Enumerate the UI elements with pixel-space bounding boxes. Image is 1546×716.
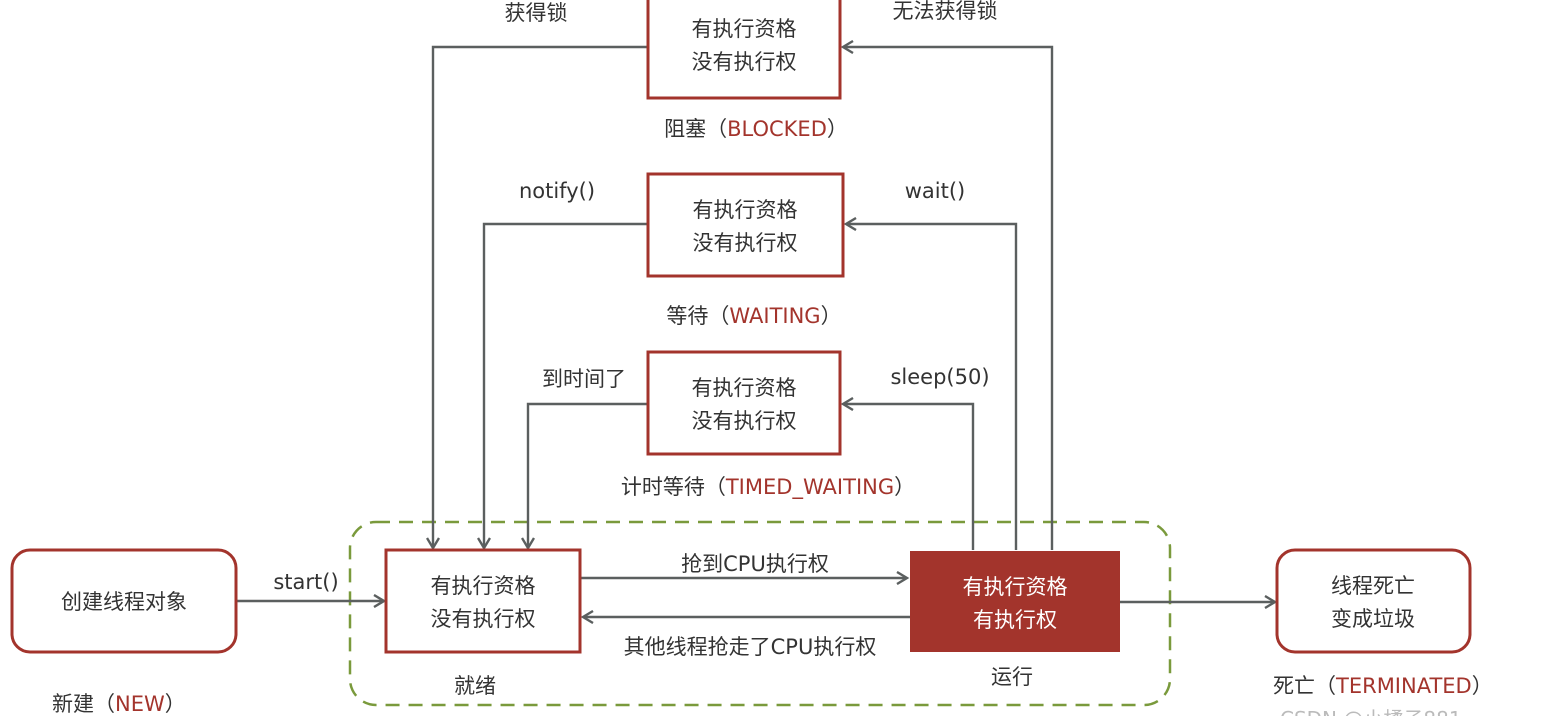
state-running-label: 运行 <box>991 665 1033 689</box>
label-time-up: 到时间了 <box>542 367 626 391</box>
label-cannot-get-lock: 无法获得锁 <box>893 0 998 23</box>
state-waiting-box: 有执行资格 没有执行权 <box>646 172 845 278</box>
state-blocked-box: 有执行资格 没有执行权 <box>646 0 842 100</box>
label-grab-cpu: 抢到CPU执行权 <box>681 552 829 576</box>
watermark: CSDN @小橘子881 <box>1280 707 1462 716</box>
ready-line2: 没有执行权 <box>431 607 536 631</box>
runnable-group-border <box>348 520 1172 707</box>
running-line1: 有执行资格 <box>963 575 1068 599</box>
arrow-time-up <box>528 402 648 548</box>
arrow-get-lock <box>433 45 648 548</box>
label-notify: notify() <box>519 179 595 203</box>
state-timed-waiting-label: 计时等待（TIMED_WAITING） <box>621 475 915 500</box>
timed-waiting-line2: 没有执行权 <box>692 409 797 433</box>
terminated-line1: 线程死亡 <box>1331 574 1415 598</box>
terminated-line2: 变成垃圾 <box>1331 607 1415 631</box>
timed-waiting-line1: 有执行资格 <box>692 376 797 400</box>
arrow-notify <box>484 222 648 548</box>
label-sleep: sleep(50) <box>890 365 989 389</box>
blocked-line1: 有执行资格 <box>692 17 797 41</box>
state-new-label: 新建（NEW） <box>52 692 186 716</box>
state-running-box: 有执行资格 有执行权 <box>910 551 1120 652</box>
label-get-lock: 获得锁 <box>505 1 568 25</box>
state-ready-label: 就绪 <box>454 674 496 698</box>
state-blocked-label: 阻塞（BLOCKED） <box>664 117 848 141</box>
label-wait: wait() <box>905 179 966 203</box>
arrow-wait <box>846 224 1018 550</box>
new-line1: 创建线程对象 <box>61 590 187 614</box>
blocked-line2: 没有执行权 <box>692 50 797 74</box>
state-timed-waiting-box: 有执行资格 没有执行权 <box>646 350 842 456</box>
waiting-line1: 有执行资格 <box>693 198 798 222</box>
state-new-box: 创建线程对象 <box>10 548 238 654</box>
running-line2: 有执行权 <box>973 608 1057 632</box>
state-terminated-box: 线程死亡 变成垃圾 <box>1275 548 1472 654</box>
arrow-cannot-get-lock <box>843 47 1054 550</box>
label-start: start() <box>273 570 338 594</box>
state-terminated-label: 死亡（TERMINATED） <box>1273 674 1493 698</box>
ready-line1: 有执行资格 <box>431 574 536 598</box>
arrow-sleep <box>843 404 975 550</box>
label-cpu-taken: 其他线程抢走了CPU执行权 <box>624 635 877 659</box>
state-waiting-label: 等待（WAITING） <box>666 304 841 328</box>
waiting-line2: 没有执行权 <box>693 231 798 255</box>
state-ready-box: 有执行资格 没有执行权 <box>384 548 582 654</box>
